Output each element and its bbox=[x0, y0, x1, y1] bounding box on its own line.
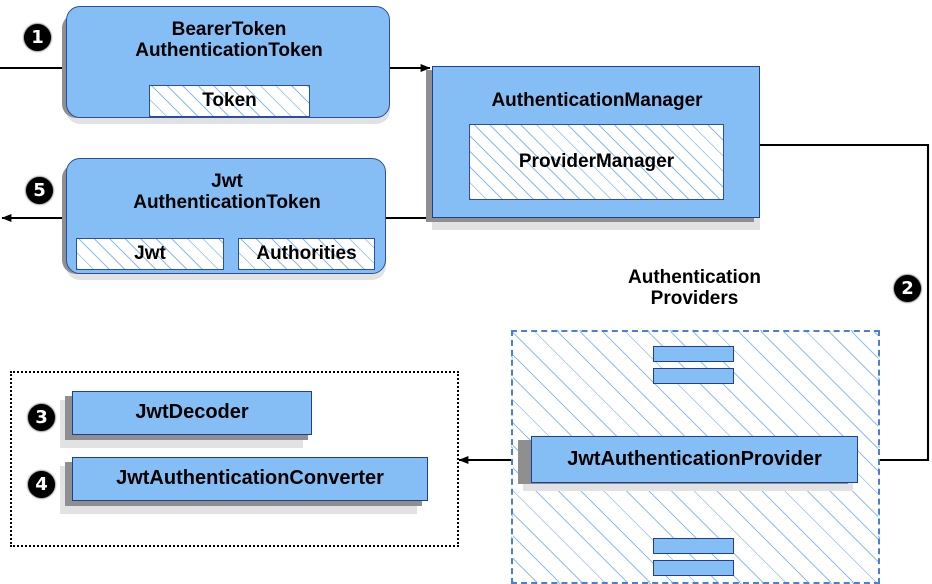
jwt-converter-label: JwtAuthenticationConverter bbox=[116, 467, 384, 490]
auth-manager-title: AuthenticationManager bbox=[491, 89, 703, 111]
bearer-token-card[interactable]: BearerToken AuthenticationToken Token bbox=[66, 6, 390, 118]
jwt-token-slot-authorities: Authorities bbox=[238, 238, 375, 270]
jwt-provider-label: JwtAuthenticationProvider bbox=[567, 447, 822, 470]
jwt-decoder-label: JwtDecoder bbox=[135, 401, 249, 424]
marker-3: 3 bbox=[28, 404, 55, 431]
bearer-token-slot-label: Token bbox=[202, 89, 257, 111]
jwt-provider-card[interactable]: JwtAuthenticationProvider bbox=[531, 436, 858, 483]
jwt-token-slot-jwt-label: Jwt bbox=[134, 242, 166, 264]
marker-4: 4 bbox=[28, 471, 55, 498]
jwt-decoder-card[interactable]: JwtDecoder bbox=[72, 391, 312, 435]
auth-manager-card[interactable]: AuthenticationManager ProviderManager bbox=[432, 66, 760, 218]
jwt-token-slot-jwt: Jwt bbox=[76, 238, 224, 270]
bearer-token-title: BearerToken AuthenticationToken bbox=[135, 19, 323, 61]
provider-stub-bar-top-1 bbox=[653, 346, 734, 362]
providers-region-label: Authentication Providers bbox=[628, 267, 761, 309]
marker-2: 2 bbox=[894, 275, 921, 302]
auth-manager-slot-provider-manager: ProviderManager bbox=[469, 124, 724, 200]
jwt-converter-card[interactable]: JwtAuthenticationConverter bbox=[72, 457, 428, 501]
marker-5: 5 bbox=[26, 177, 53, 204]
jwt-token-title: Jwt AuthenticationToken bbox=[133, 171, 321, 213]
auth-manager-slot-label: ProviderManager bbox=[518, 150, 675, 172]
converters-region bbox=[10, 371, 459, 547]
provider-stub-bar-top-2 bbox=[653, 368, 734, 384]
provider-stub-bar-bottom-1 bbox=[653, 538, 734, 554]
marker-1: ❶1 bbox=[24, 24, 51, 51]
bearer-token-slot-token: Token bbox=[149, 85, 310, 117]
jwt-token-slot-authorities-label: Authorities bbox=[256, 242, 357, 264]
provider-stub-bar-bottom-2 bbox=[653, 560, 734, 576]
